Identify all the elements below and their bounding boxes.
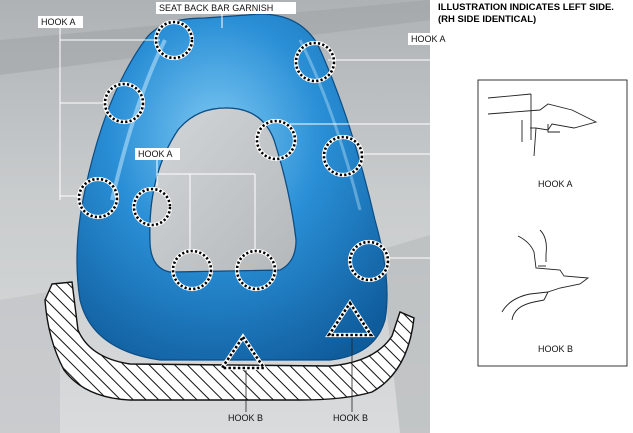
hook-b-triangle-right [325,299,375,338]
hook-a-circle-10 [347,239,391,283]
hook-a-center-leaders [156,160,256,252]
illustration-note-line-2: (RH SIDE IDENTICAL) [438,14,536,25]
label-hook-a-center: HOOK A [135,148,180,160]
label-seat-back-bar-garnish: SEAT BACK BAR GARNISH [156,2,296,14]
hook-a-circle-7 [293,40,337,84]
svg-text:HOOK B: HOOK B [333,413,368,423]
svg-text:SEAT BACK BAR GARNISH: SEAT BACK BAR GARNISH [159,3,273,13]
hook-a-detail-sketch [487,93,598,157]
hook-a-circle-8 [254,118,298,162]
hook-b-triangle-left [218,333,268,371]
hook-a-markers [76,19,391,292]
hook-a-circle-9 [321,134,365,178]
label-hook-b-left: HOOK B [228,413,263,423]
hook-a-right-leaders [290,46,433,259]
hook-b-caption: HOOK B [538,344,573,354]
hook-a-left-leaders [59,28,160,200]
hook-a-caption: HOOK A [538,179,573,189]
hook-a-circle-6 [234,248,278,292]
hook-a-circle-1 [153,19,195,61]
svg-text:HOOK A: HOOK A [41,17,76,27]
svg-text:HOOK B: HOOK B [228,413,263,423]
detail-panel: HOOK A HOOK B [477,79,628,367]
label-hook-a-left: HOOK A [38,16,83,28]
hook-a-circle-3 [76,176,120,220]
label-hook-a-right: HOOK A [408,33,454,45]
hook-b-detail-sketch [501,229,590,321]
label-hook-b-right: HOOK B [333,413,368,423]
svg-text:HOOK A: HOOK A [138,149,173,159]
illustration-note-line-1: ILLUSTRATION INDICATES LEFT SIDE. [438,2,614,13]
svg-text:HOOK A: HOOK A [411,34,446,44]
hook-a-circle-5 [170,248,214,292]
hook-a-circle-2 [102,81,146,125]
trim-section-hatched [44,281,415,401]
hook-b-markers [218,299,375,371]
hook-a-circle-4 [131,186,173,228]
